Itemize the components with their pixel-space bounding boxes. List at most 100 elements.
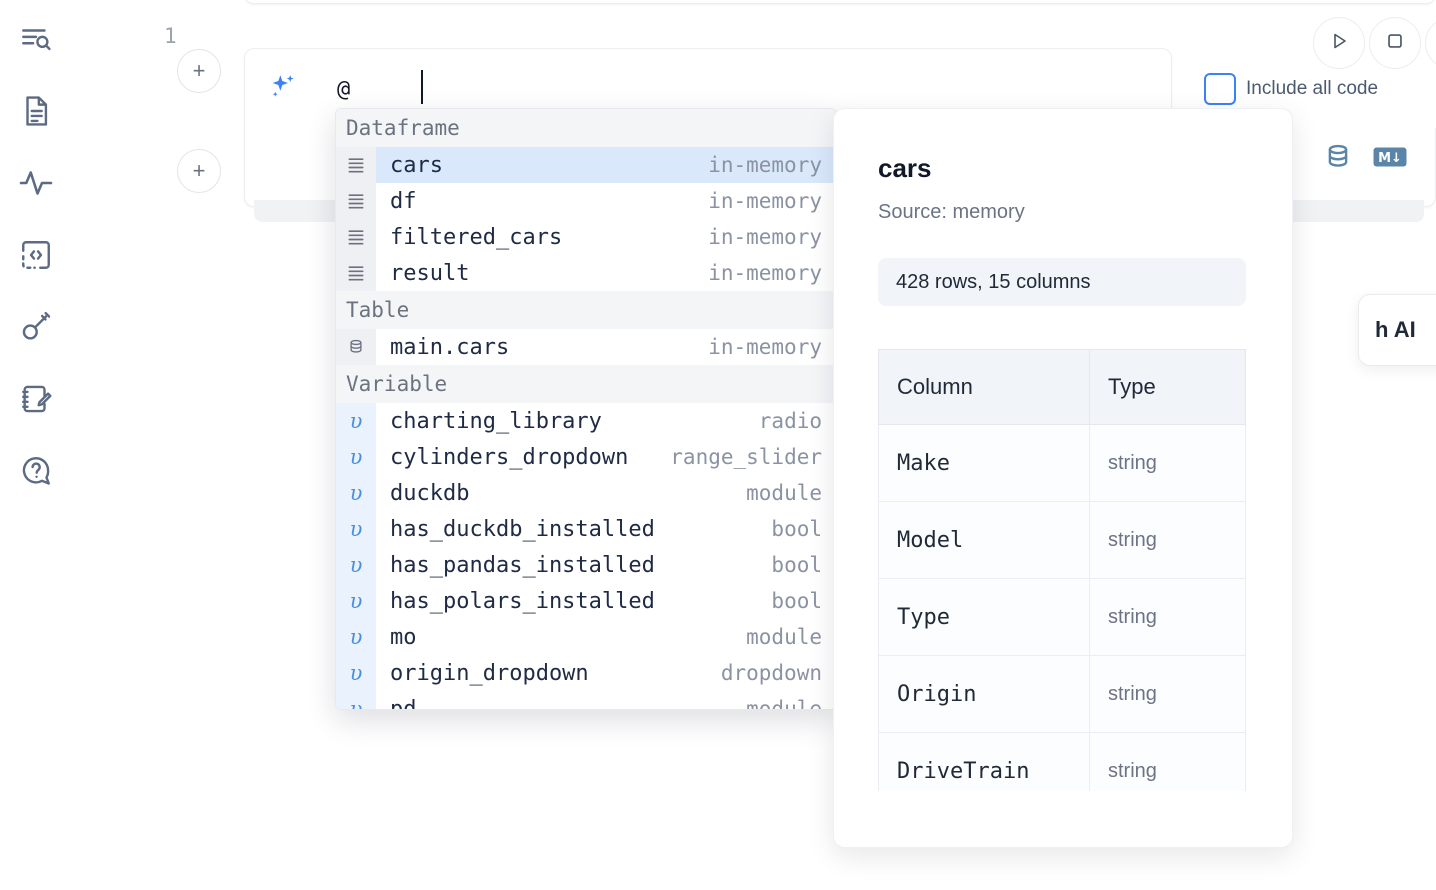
- dataframe-icon: [336, 147, 376, 183]
- include-all-code-label: Include all code: [1246, 78, 1379, 99]
- text-cursor: [421, 70, 423, 104]
- autocomplete-item-name: has_pandas_installed: [390, 552, 655, 578]
- cell-column-name: Model: [878, 501, 1090, 579]
- svg-text:M↓: M↓: [1378, 151, 1402, 166]
- variable-icon: υ: [336, 547, 376, 583]
- run-button[interactable]: [1313, 17, 1365, 69]
- autocomplete-item-name: result: [390, 260, 470, 286]
- cell-column-type: string: [1089, 501, 1246, 579]
- autocomplete-item-name: mo: [390, 624, 417, 650]
- autocomplete-item[interactable]: filtered_cars in-memory: [336, 219, 836, 255]
- autocomplete-item[interactable]: cars in-memory: [336, 147, 836, 183]
- variable-icon: υ: [336, 691, 376, 709]
- database-icon[interactable]: [1323, 142, 1353, 172]
- autocomplete-item-name: has_polars_installed: [390, 588, 655, 614]
- sidebar-item-files[interactable]: [13, 88, 59, 134]
- autocomplete-item-name: df: [390, 188, 417, 214]
- add-cell-button-bottom[interactable]: +: [177, 149, 221, 193]
- preview-bottom-fade: [834, 791, 1292, 847]
- autocomplete-item-kind: bool: [771, 517, 822, 541]
- autocomplete-item-name: cars: [390, 152, 443, 178]
- table-icon: [336, 329, 376, 365]
- autocomplete-item-name: filtered_cars: [390, 224, 563, 250]
- autocomplete-item-name: origin_dropdown: [390, 660, 589, 686]
- dataframe-icon: [336, 219, 376, 255]
- sidebar-item-explore[interactable]: [13, 16, 59, 62]
- autocomplete-item-kind: in-memory: [708, 189, 822, 213]
- column-header-column: Column: [878, 349, 1090, 425]
- snippets-icon: [19, 238, 53, 272]
- generate-with-ai-label: h AI: [1375, 317, 1416, 342]
- play-icon: [1327, 29, 1351, 58]
- generate-with-ai-card[interactable]: h AI: [1358, 294, 1436, 366]
- dataframe-preview-panel: cars Source: memory 428 rows, 15 columns…: [833, 108, 1293, 848]
- cell-column-type: string: [1089, 655, 1246, 733]
- autocomplete-item[interactable]: υ has_pandas_installed bool: [336, 547, 836, 583]
- autocomplete-item-kind: bool: [771, 553, 822, 577]
- autocomplete-item-name: has_duckdb_installed: [390, 516, 655, 542]
- help-icon: [19, 454, 53, 488]
- secrets-icon: [19, 310, 53, 344]
- autocomplete-item[interactable]: main.cars in-memory: [336, 329, 836, 365]
- autocomplete-item-kind: module: [746, 481, 822, 505]
- cell-column-name: Make: [878, 424, 1090, 502]
- sparkles-icon: [267, 71, 299, 103]
- autocomplete-item-name: cylinders_dropdown: [390, 444, 629, 470]
- autocomplete-item-kind: range_slider: [670, 445, 822, 469]
- autocomplete-item-kind: in-memory: [708, 261, 822, 285]
- autocomplete-item-name: pd: [390, 696, 417, 710]
- autocomplete-item[interactable]: df in-memory: [336, 183, 836, 219]
- autocomplete-item-kind: radio: [758, 409, 822, 433]
- autocomplete-item-kind: in-memory: [708, 335, 822, 359]
- autocomplete-item-kind: in-memory: [708, 225, 822, 249]
- autocomplete-item[interactable]: result in-memory: [336, 255, 836, 291]
- sidebar-item-help[interactable]: [13, 448, 59, 494]
- cell-column-name: Type: [878, 578, 1090, 656]
- variable-icon: υ: [336, 583, 376, 619]
- dataframe-icon: [336, 255, 376, 291]
- more-actions-button[interactable]: [1425, 17, 1436, 69]
- autocomplete-item[interactable]: υ origin_dropdown dropdown: [336, 655, 836, 691]
- sidebar-item-activity[interactable]: [13, 160, 59, 206]
- markdown-icon[interactable]: M↓: [1373, 145, 1407, 169]
- autocomplete-item-kind: bool: [771, 589, 822, 613]
- explore-icon: [19, 22, 53, 56]
- sidebar-item-scratchpad[interactable]: [13, 376, 59, 422]
- include-all-code-row[interactable]: Include all code: [1204, 73, 1378, 105]
- variable-icon: υ: [336, 655, 376, 691]
- add-cell-button-top[interactable]: +: [177, 49, 221, 93]
- sidebar-item-secrets[interactable]: [13, 304, 59, 350]
- autocomplete-item-kind: in-memory: [708, 153, 822, 177]
- autocomplete-item[interactable]: υ has_polars_installed bool: [336, 583, 836, 619]
- dataframe-icon: [336, 183, 376, 219]
- cell-column-type: string: [1089, 424, 1246, 502]
- autocomplete-group-variable: Variable: [336, 365, 836, 403]
- include-all-code-checkbox[interactable]: [1204, 73, 1236, 105]
- stop-button[interactable]: [1369, 17, 1421, 69]
- preview-stats-badge: 428 rows, 15 columns: [878, 258, 1246, 306]
- variable-icon: υ: [336, 619, 376, 655]
- column-header-type: Type: [1089, 349, 1246, 425]
- autocomplete-item-name: main.cars: [390, 334, 510, 360]
- file-icon: [19, 94, 53, 128]
- variable-icon: υ: [336, 403, 376, 439]
- autocomplete-item-kind: dropdown: [720, 661, 822, 685]
- ai-prompt-input[interactable]: [337, 67, 1127, 111]
- cell-column-type: string: [1089, 578, 1246, 656]
- cell-line-number: 1: [164, 24, 177, 48]
- sidebar-item-snippets[interactable]: [13, 232, 59, 278]
- autocomplete-group-dataframe: Dataframe: [336, 109, 836, 147]
